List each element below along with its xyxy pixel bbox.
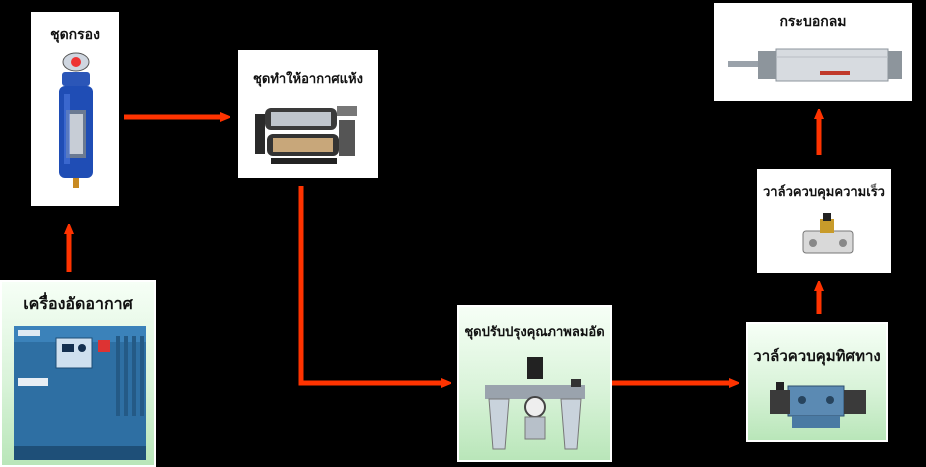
filter-label: ชุดกรอง <box>50 27 100 43</box>
frl-label: ชุดปรับปรุงคุณภาพลมอัด <box>464 325 605 340</box>
compressor-image <box>14 326 146 460</box>
arrow-dryer-to-frl <box>298 186 447 383</box>
filter-node: ชุดกรอง <box>31 12 119 206</box>
dryer-label: ชุดทำให้อากาศแห้ง <box>253 72 363 87</box>
speed-valve-image <box>802 213 854 254</box>
filter-image <box>59 52 93 188</box>
frl-node: ชุดปรับปรุงคุณภาพลมอัด <box>457 305 612 462</box>
compressor-node: เครื่องอัดอากาศ <box>0 280 156 467</box>
speed-valve-label: วาล์วควบคุมความเร็ว <box>763 185 885 200</box>
direction-valve-node: วาล์วควบคุมทิศทาง <box>746 322 888 442</box>
cylinder-label: กระบอกลม <box>779 14 847 30</box>
direction-valve-image <box>770 382 866 428</box>
cylinder-node: กระบอกลม <box>714 3 912 101</box>
dryer-image <box>255 106 357 164</box>
dryer-node: ชุดทำให้อากาศแห้ง <box>238 50 378 178</box>
speed-valve-node: วาล์วควบคุมความเร็ว <box>757 169 891 273</box>
direction-valve-label: วาล์วควบคุมทิศทาง <box>753 347 881 365</box>
frl-image <box>485 357 585 450</box>
compressor-label: เครื่องอัดอากาศ <box>23 294 133 313</box>
cylinder-image <box>728 48 902 82</box>
